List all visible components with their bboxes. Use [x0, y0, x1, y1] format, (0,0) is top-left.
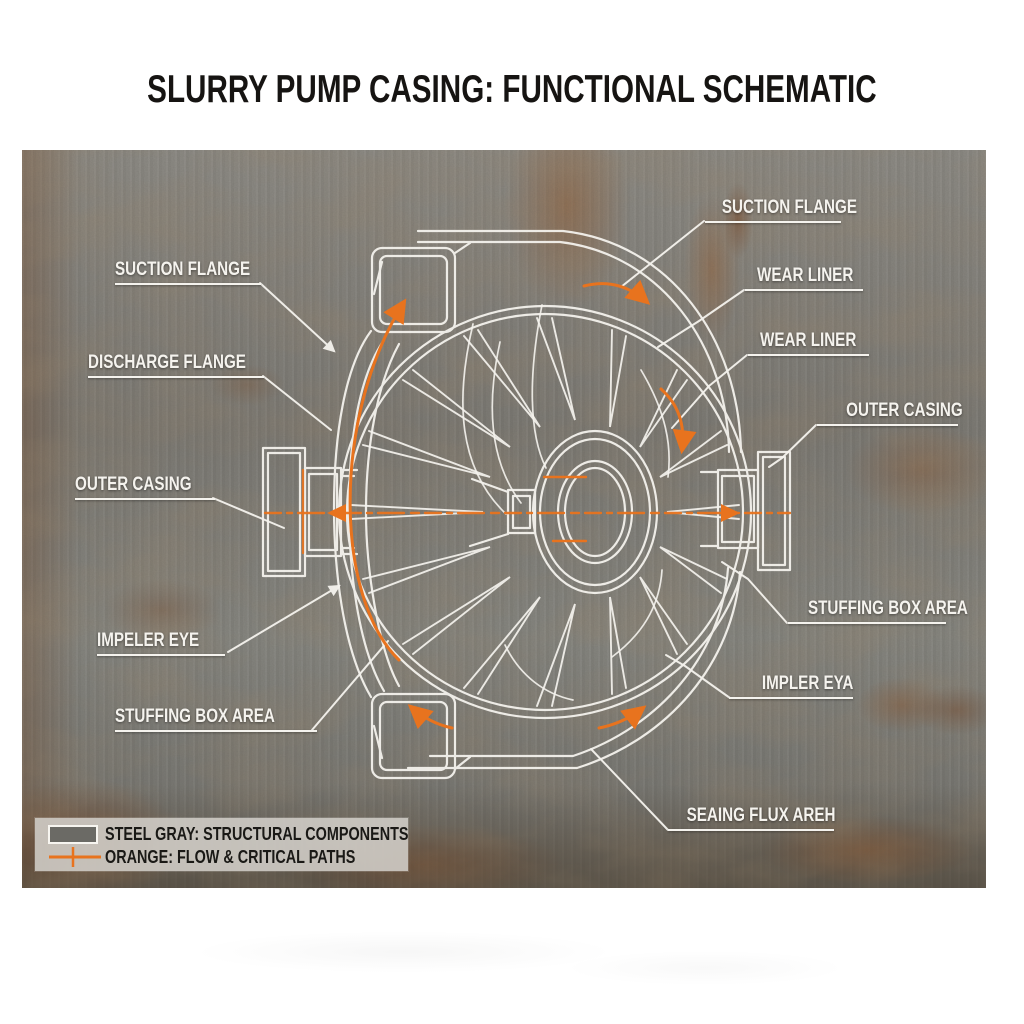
label-wear-liner-lower: WEAR LINER — [748, 330, 869, 356]
leader-suction-flange-left — [259, 282, 336, 353]
label-text: WEAR LINER — [760, 330, 857, 351]
flow-arrowheads — [327, 504, 740, 522]
label-impeller-eye-right: IMPLER EYA — [729, 673, 853, 699]
leader-discharge-flange — [262, 375, 332, 431]
leader-impeller-eye-left — [227, 584, 341, 653]
steel-panel — [22, 150, 986, 888]
label-underline — [729, 697, 853, 699]
leader-outer-casing-left — [212, 497, 285, 529]
label-suction-flange-left: SUCTION FLANGE — [115, 259, 261, 285]
label-text: DISCHARGE FLANGE — [88, 352, 246, 373]
flow-arrow-right-down — [659, 387, 697, 455]
leader-stuffing-box-right — [721, 561, 788, 624]
label-outer-casing-right: OUTER CASING — [817, 400, 963, 426]
label-text: SUCTION FLANGE — [721, 197, 858, 218]
centerline-arrow-right — [721, 504, 740, 522]
legend: STEEL GRAY: STRUCTURAL COMPONENTS ORANGE… — [35, 818, 409, 871]
label-wear-liner-upper: WEAR LINER — [745, 265, 863, 291]
label-underline — [817, 424, 958, 426]
flow-arrow-bottom-right — [597, 705, 647, 730]
label-underline — [115, 730, 317, 732]
label-underline — [745, 289, 863, 291]
label-underline — [668, 829, 834, 831]
label-underline — [748, 354, 869, 356]
flow-arrow-top-right — [582, 279, 651, 305]
flow-paths — [263, 279, 792, 730]
label-outer-casing-left: OUTER CASING — [75, 474, 215, 500]
label-stuffing-box-left: STUFFING BOX AREA — [115, 706, 317, 732]
leader-impeller-eye-right — [665, 654, 731, 699]
title-bar: SLURRY PUMP CASING: FUNCTIONAL SCHEMATIC — [0, 68, 1024, 112]
label-underline — [88, 376, 264, 378]
orange-flow-line-icon — [43, 846, 105, 868]
label-impeller-eye-left: IMPELER EYE — [97, 630, 225, 656]
label-discharge-flange: DISCHARGE FLANGE — [88, 352, 264, 378]
leader-wear-liner-upper — [657, 289, 745, 348]
centerline-arrow-left — [327, 504, 346, 522]
label-text: STUFFING BOX AREA — [115, 706, 275, 727]
label-underline — [97, 654, 225, 656]
leader-outer-casing-right — [768, 424, 817, 468]
legend-row-steel: STEEL GRAY: STRUCTURAL COMPONENTS — [43, 823, 484, 845]
leader-stuffing-box-left — [311, 640, 389, 731]
rust-texture — [22, 150, 986, 888]
label-text: OUTER CASING — [75, 474, 192, 495]
leader-wear-liner-lower — [671, 354, 748, 429]
label-text: SUCTION FLANGE — [115, 259, 251, 280]
label-suction-flange-right: SUCTION FLANGE — [705, 197, 857, 223]
label-text: OUTER CASING — [846, 400, 963, 421]
label-underline — [75, 498, 215, 500]
legend-orange-label: ORANGE: FLOW & CRITICAL PATHS — [105, 846, 356, 867]
label-stuffing-box-right: STUFFING BOX AREA — [788, 598, 968, 624]
label-text: IMPELER EYE — [97, 630, 200, 651]
label-underline — [115, 283, 261, 285]
legend-steel-label: STEEL GRAY: STRUCTURAL COMPONENTS — [105, 823, 409, 844]
leader-lines — [212, 220, 817, 831]
label-text: WEAR LINER — [757, 265, 854, 286]
page-title: SLURRY PUMP CASING: FUNCTIONAL SCHEMATIC — [147, 68, 877, 111]
leader-sealing-flush-area — [590, 748, 669, 831]
label-sealing-flush-area: SEAING FLUX AREH — [668, 805, 836, 831]
flow-arrow-left-up — [348, 298, 407, 662]
flow-arrow-bottom-left — [407, 704, 454, 730]
leader-suction-flange-right — [620, 220, 705, 288]
label-text: IMPLER EYA — [761, 673, 853, 694]
steel-swatch-icon — [43, 824, 105, 844]
label-underline — [705, 221, 841, 223]
impeller-blades — [462, 304, 670, 701]
label-underline — [788, 622, 946, 624]
footer-smudge — [60, 920, 920, 1000]
label-text: SEAING FLUX AREH — [686, 805, 836, 826]
label-text: STUFFING BOX AREA — [807, 598, 968, 619]
legend-row-orange: ORANGE: FLOW & CRITICAL PATHS — [43, 846, 418, 868]
